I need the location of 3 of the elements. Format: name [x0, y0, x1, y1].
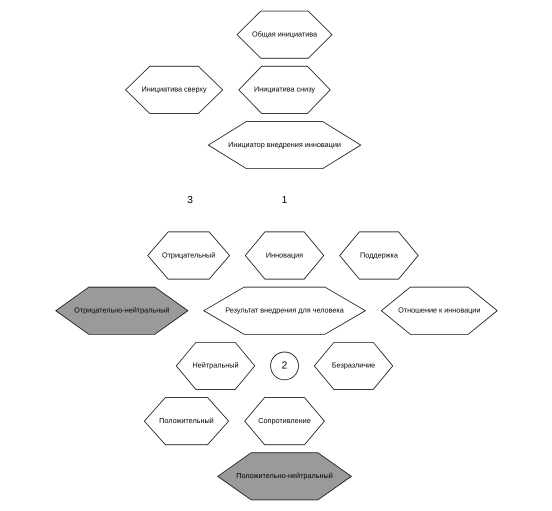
label: 1 [281, 194, 287, 206]
label: 3 [186, 194, 192, 206]
label: 2 [281, 360, 287, 372]
